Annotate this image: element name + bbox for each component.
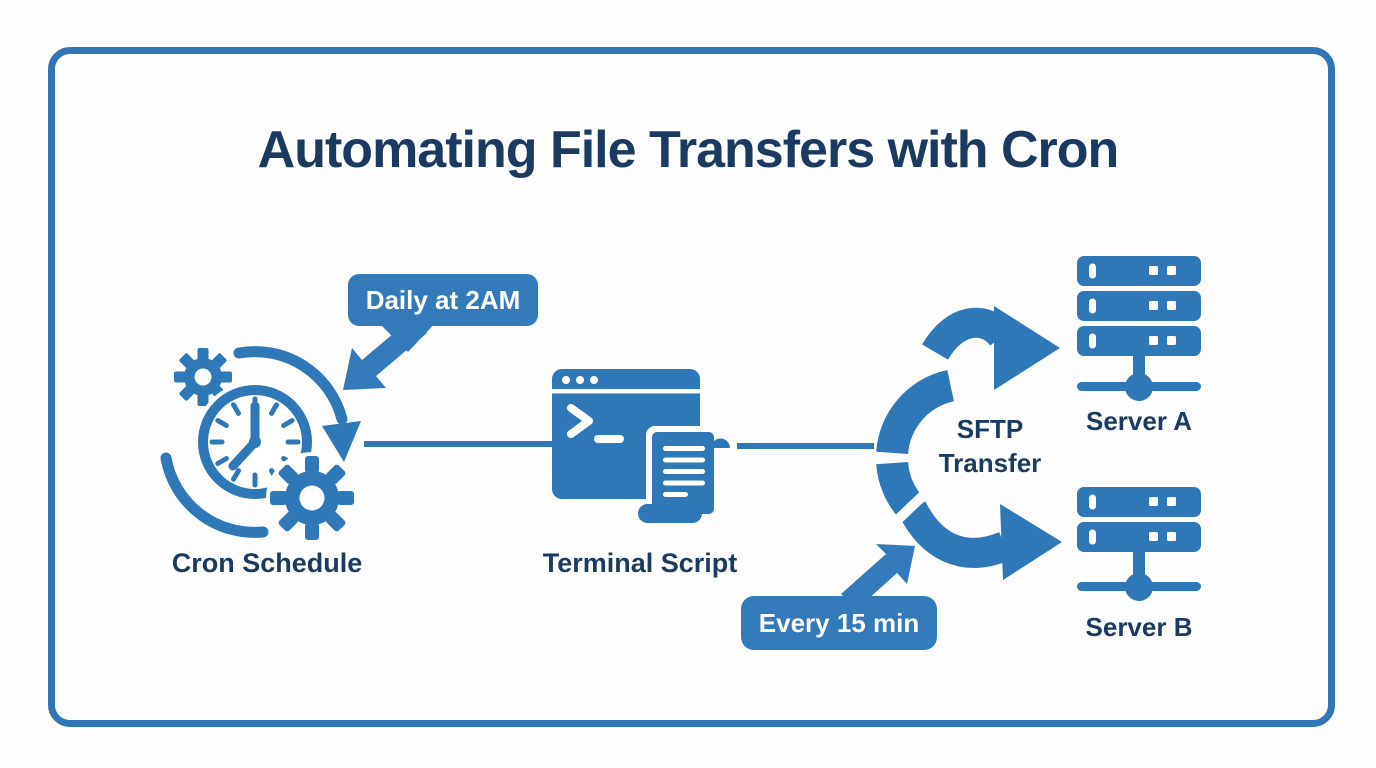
sftp-branch-bottom-arrowhead (1000, 504, 1062, 580)
scroll-text-lines (663, 446, 705, 497)
large-gear-icon (266, 452, 358, 544)
circular-split-arrows-icon (876, 306, 1062, 580)
terminal-window-dots (562, 376, 598, 384)
server-rack-a-icon (1077, 256, 1201, 401)
small-gear-icon (171, 345, 235, 409)
server-network-stem (1133, 552, 1145, 580)
script-scroll-icon (632, 426, 733, 527)
cron-schedule-label: Cron Schedule (171, 548, 363, 578)
scroll-top-curl (711, 438, 730, 448)
page-title: Automating File Transfers with Cron (257, 121, 1120, 179)
sftp-transfer-label: SFTP Transfer (900, 412, 1080, 480)
daily-schedule-badge-label: Daily at 2AM (365, 284, 521, 315)
sftp-transfer-label-line2: Transfer (938, 448, 1042, 478)
sftp-branch-top-arrowhead (994, 306, 1060, 390)
server-rack-b-icon (1077, 487, 1201, 601)
sftp-ring-segment-top (876, 370, 954, 454)
sftp-branch-top-shaft (922, 307, 1014, 361)
every-badge-arrow (841, 544, 915, 610)
flow-connectors (364, 441, 874, 449)
daily-badge-arrow (343, 317, 427, 390)
sftp-branch-bottom-shaft (898, 500, 1011, 568)
server-unit (1077, 487, 1201, 517)
server-unit (1077, 256, 1201, 286)
interval-schedule-badge-label: Every 15 min (758, 607, 920, 638)
cron-cycle-arc-top (233, 346, 348, 425)
server-unit (1077, 522, 1201, 552)
daily-schedule-badge: Daily at 2AM (348, 274, 538, 326)
cron-cycle-arc-bottom (160, 452, 269, 538)
terminal-script-icon (552, 369, 733, 527)
terminal-script-label: Terminal Script (542, 548, 738, 578)
terminal-header-divider (552, 389, 700, 394)
clock-gears-icon (160, 345, 361, 544)
server-b-label: Server B (1085, 612, 1193, 642)
interval-schedule-badge: Every 15 min (741, 596, 937, 650)
sftp-transfer-label-line1: SFTP (956, 414, 1024, 444)
server-a-label: Server A (1086, 406, 1192, 436)
scroll-bottom-curl (638, 504, 702, 523)
server-unit (1077, 326, 1201, 356)
badge-arrows (343, 317, 915, 610)
sftp-ring-gap (887, 486, 933, 530)
terminal-prompt-icon (567, 404, 624, 443)
cron-cycle-arrowhead (322, 421, 361, 462)
server-unit (1077, 291, 1201, 321)
server-network-node (1125, 573, 1153, 601)
server-network-node (1125, 373, 1153, 401)
